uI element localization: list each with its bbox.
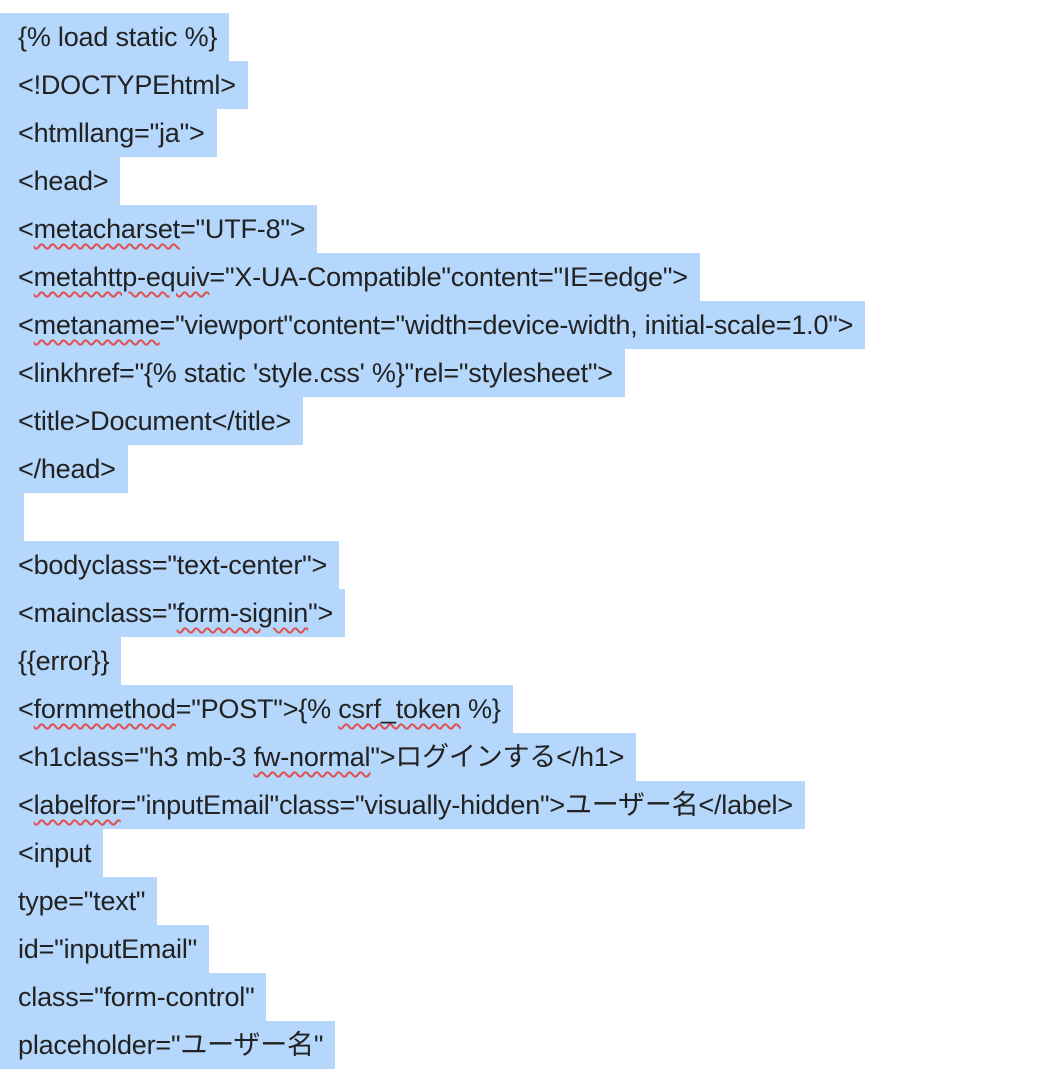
selection-highlight: <formmethod="POST">{% csrf_token %} bbox=[0, 685, 513, 733]
misspelled-word: labelfor bbox=[33, 790, 121, 820]
text-line[interactable]: <input bbox=[0, 829, 1048, 877]
selection-highlight: <input bbox=[0, 829, 104, 877]
text-segment: <bodyclass="text-center"> bbox=[18, 550, 328, 580]
text-segment: ="inputEmail"class="visually-hidden">ユーザ… bbox=[120, 790, 794, 820]
text-segment: id="inputEmail" bbox=[18, 934, 198, 964]
text-segment: <htmllang="ja"> bbox=[18, 118, 205, 148]
text-line[interactable]: </head> bbox=[0, 445, 1048, 493]
text-segment: ="POST">{% bbox=[175, 694, 339, 724]
text-line[interactable]: <title>Document</title> bbox=[0, 397, 1048, 445]
selection-highlight: <h1class="h3 mb-3 fw-normal">ログインする</h1> bbox=[0, 733, 637, 781]
text-line[interactable]: <h1class="h3 mb-3 fw-normal">ログインする</h1> bbox=[0, 733, 1048, 781]
misspelled-word: form-signin bbox=[176, 598, 309, 628]
text-segment: < bbox=[18, 694, 34, 724]
misspelled-word: csrf_token bbox=[338, 694, 461, 724]
text-segment: {{error}} bbox=[18, 646, 110, 676]
misspelled-word: metahttp-equiv bbox=[33, 262, 210, 292]
selection-highlight: <linkhref="{% static 'style.css' %}"rel=… bbox=[0, 349, 625, 397]
text-segment: ="viewport"content="width=device-width, … bbox=[159, 310, 854, 340]
text-segment: ="X-UA-Compatible"content="IE=edge"> bbox=[209, 262, 688, 292]
text-segment: </head> bbox=[18, 454, 116, 484]
text-segment: {% load static %} bbox=[18, 22, 218, 52]
misspelled-word: metacharset bbox=[33, 214, 181, 244]
text-line[interactable]: {% load static %} bbox=[0, 13, 1048, 61]
text-line[interactable]: class="form-control" bbox=[0, 973, 1048, 1021]
text-segment: type="text" bbox=[18, 886, 146, 916]
text-segment: "> bbox=[308, 598, 334, 628]
selection-highlight: <mainclass="form-signin"> bbox=[0, 589, 346, 637]
selection-highlight: <head> bbox=[0, 157, 121, 205]
text-segment: ">ログインする</h1> bbox=[370, 742, 625, 772]
selection-highlight: id="inputEmail" bbox=[0, 925, 210, 973]
text-line[interactable]: <mainclass="form-signin"> bbox=[0, 589, 1048, 637]
text-segment: <head> bbox=[18, 166, 109, 196]
selection-highlight: <htmllang="ja"> bbox=[0, 109, 217, 157]
misspelled-word: metaname bbox=[33, 310, 160, 340]
text-line[interactable]: <metahttp-equiv="X-UA-Compatible"content… bbox=[0, 253, 1048, 301]
text-line[interactable]: <!DOCTYPEhtml> bbox=[0, 61, 1048, 109]
text-segment: < bbox=[18, 310, 34, 340]
selection-highlight bbox=[0, 493, 24, 541]
document-body[interactable]: {% load static %} <!DOCTYPEhtml> <htmllang… bbox=[0, 13, 1048, 1069]
text-segment: <!DOCTYPEhtml> bbox=[18, 70, 236, 100]
selection-highlight: type="text" bbox=[0, 877, 158, 925]
selection-highlight: {{error}} bbox=[0, 637, 122, 685]
misspelled-word: formmethod bbox=[33, 694, 176, 724]
text-line[interactable]: <bodyclass="text-center"> bbox=[0, 541, 1048, 589]
selection-highlight: <metacharset="UTF-8"> bbox=[0, 205, 318, 253]
text-line[interactable]: type="text" bbox=[0, 877, 1048, 925]
text-segment: < bbox=[18, 214, 34, 244]
text-segment: <mainclass=" bbox=[18, 598, 177, 628]
selection-highlight: <title>Document</title> bbox=[0, 397, 304, 445]
text-segment: %} bbox=[460, 694, 501, 724]
selection-highlight: <bodyclass="text-center"> bbox=[0, 541, 340, 589]
text-line[interactable]: <head> bbox=[0, 157, 1048, 205]
text-segment: class="form-control" bbox=[18, 982, 255, 1012]
text-line[interactable]: <labelfor="inputEmail"class="visually-hi… bbox=[0, 781, 1048, 829]
text-segment: <h1class="h3 mb-3 bbox=[18, 742, 254, 772]
text-segment: placeholder="ユーザー名" bbox=[18, 1030, 324, 1060]
text-line[interactable]: placeholder="ユーザー名" bbox=[0, 1021, 1048, 1069]
misspelled-word: fw-normal bbox=[253, 742, 371, 772]
text-line[interactable]: <htmllang="ja"> bbox=[0, 109, 1048, 157]
selection-highlight: {% load static %} bbox=[0, 13, 230, 61]
selection-highlight: </head> bbox=[0, 445, 128, 493]
selection-highlight: <labelfor="inputEmail"class="visually-hi… bbox=[0, 781, 805, 829]
text-line[interactable]: id="inputEmail" bbox=[0, 925, 1048, 973]
text-segment: < bbox=[18, 790, 34, 820]
selection-highlight: <!DOCTYPEhtml> bbox=[0, 61, 248, 109]
text-line[interactable] bbox=[0, 493, 1048, 541]
text-line[interactable]: <metacharset="UTF-8"> bbox=[0, 205, 1048, 253]
selection-highlight: placeholder="ユーザー名" bbox=[0, 1021, 336, 1069]
text-segment: <input bbox=[18, 838, 92, 868]
text-line[interactable]: <linkhref="{% static 'style.css' %}"rel=… bbox=[0, 349, 1048, 397]
text-line[interactable]: <formmethod="POST">{% csrf_token %} bbox=[0, 685, 1048, 733]
text-segment: < bbox=[18, 262, 34, 292]
selection-highlight: class="form-control" bbox=[0, 973, 267, 1021]
text-segment: <title>Document</title> bbox=[18, 406, 292, 436]
selection-highlight: <metaname="viewport"content="width=devic… bbox=[0, 301, 866, 349]
text-segment: <linkhref="{% static 'style.css' %}"rel=… bbox=[18, 358, 613, 388]
text-segment: ="UTF-8"> bbox=[179, 214, 306, 244]
selection-highlight: <metahttp-equiv="X-UA-Compatible"content… bbox=[0, 253, 700, 301]
text-line[interactable]: <metaname="viewport"content="width=devic… bbox=[0, 301, 1048, 349]
text-line[interactable]: {{error}} bbox=[0, 637, 1048, 685]
